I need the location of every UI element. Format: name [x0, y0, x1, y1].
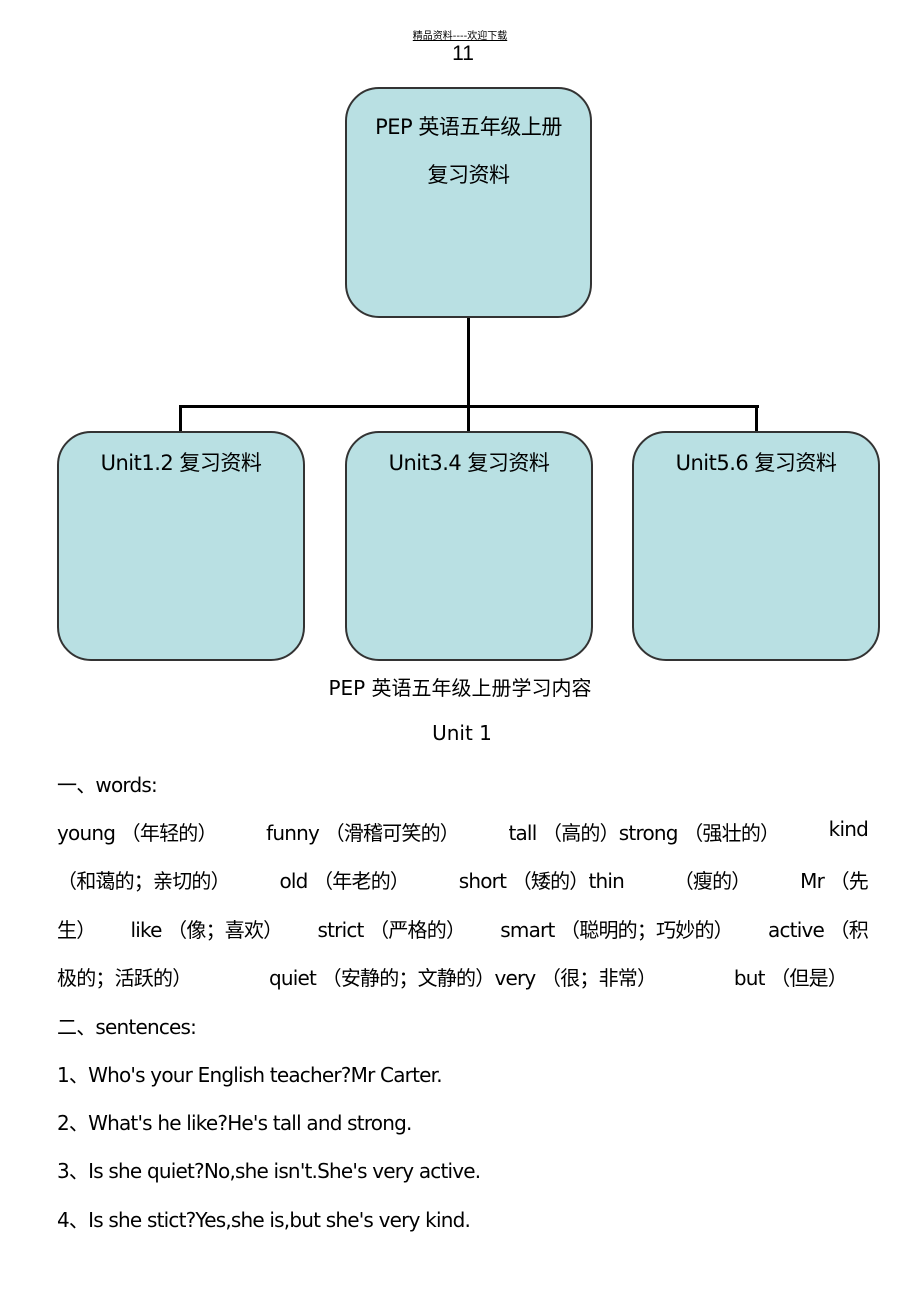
section-title: PEP 英语五年级上册学习内容 — [328, 676, 592, 700]
sentence-4: 4、Is she stict?Yes,she is,but she's very… — [57, 1208, 471, 1232]
word-line-3: 生） like （像；喜欢） strict （严格的） smart （聪明的；巧妙的）… — [57, 914, 869, 943]
sentence-1: 1、Who's your English teacher?Mr Carter. — [57, 1063, 443, 1087]
page-number: 11 — [452, 42, 474, 65]
sentences-heading: 二、sentences: — [57, 1015, 197, 1039]
root-line-1: PEP 英语五年级上册 — [375, 115, 562, 139]
words-heading: 一、words: — [57, 773, 158, 797]
word-entry: old （年老的） — [279, 869, 410, 893]
word-entry: smart （聪明的；巧妙的） — [500, 918, 733, 942]
word-entry: funny （滑稽可笑的） — [266, 821, 460, 845]
child-label: Unit3.4 复习资料 — [388, 451, 550, 475]
connector-left — [179, 405, 182, 432]
word-entry: young （年轻的） — [57, 821, 217, 845]
word-entry: （瘦的） — [673, 869, 752, 893]
word-line-1: young （年轻的） funny （滑稽可笑的） tall （高的）strong … — [57, 817, 869, 846]
word-entry: short （矮的）thin — [458, 869, 625, 893]
header-watermark: 精品资料----欢迎下载 — [412, 31, 508, 42]
diagram-root-box: PEP 英语五年级上册 复习资料 — [345, 87, 592, 318]
word-entry: Mr （先 — [800, 869, 869, 893]
diagram-child-box-unit34: Unit3.4 复习资料 — [345, 431, 593, 661]
diagram-child-box-unit12: Unit1.2 复习资料 — [57, 431, 305, 661]
unit-heading: Unit 1 — [432, 721, 492, 745]
word-entry: （和蔼的；亲切的） — [57, 869, 231, 893]
sentence-3: 3、Is she quiet?No,she isn't.She's very a… — [57, 1159, 481, 1183]
word-entry: 极的；活跃的） — [57, 966, 192, 990]
root-line-2: 复习资料 — [427, 163, 511, 187]
diagram-child-box-unit56: Unit5.6 复习资料 — [632, 431, 880, 661]
word-entry: kind — [828, 817, 869, 841]
word-line-4: 极的；活跃的） quiet （安静的；文静的）very （很；非常） but （但是… — [57, 962, 848, 991]
word-entry: active （积 — [768, 918, 869, 942]
connector-right — [755, 405, 758, 432]
child-label: Unit1.2 复习资料 — [100, 451, 262, 475]
word-entry: strict （严格的） — [317, 918, 466, 942]
word-entry: 生） — [57, 918, 96, 942]
connector-middle — [467, 405, 470, 432]
child-label: Unit5.6 复习资料 — [675, 451, 837, 475]
connector-vertical — [467, 317, 470, 408]
word-entry: like （像；喜欢） — [130, 918, 284, 942]
word-line-2: （和蔼的；亲切的） old （年老的） short （矮的）thin （瘦的） Mr （… — [57, 865, 869, 894]
word-entry: but （但是） — [733, 966, 848, 990]
sentence-2: 2、What's he like?He's tall and strong. — [57, 1111, 412, 1135]
word-entry: quiet （安静的；文静的）very （很；非常） — [269, 966, 657, 990]
word-entry: tall （高的）strong （强壮的） — [508, 821, 780, 845]
